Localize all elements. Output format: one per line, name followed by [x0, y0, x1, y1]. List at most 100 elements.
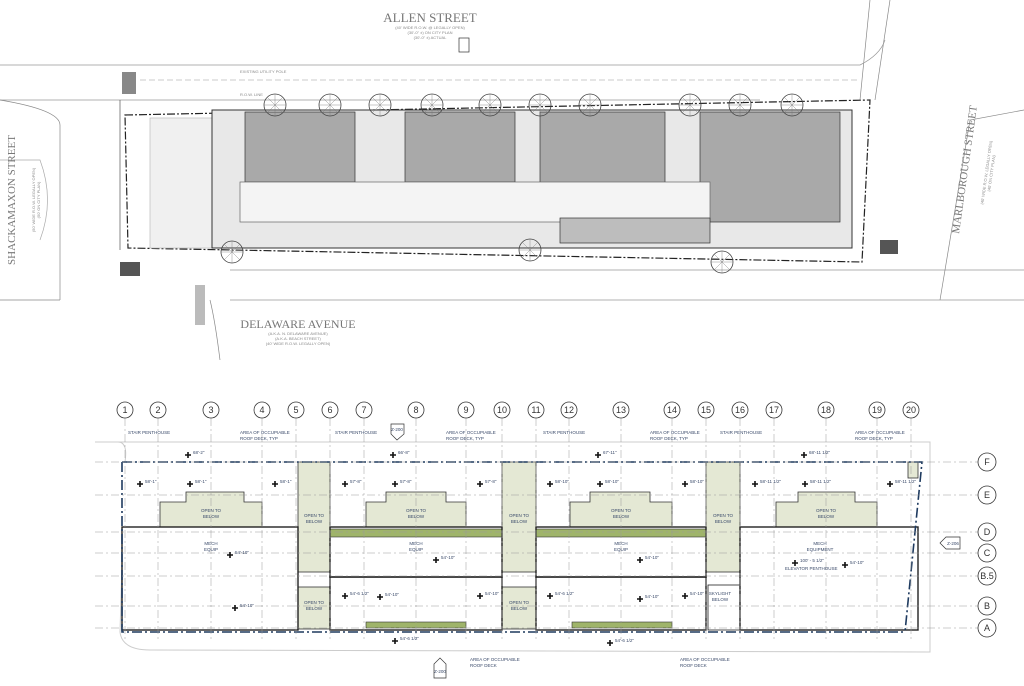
roof-deck-label: AREA OF OCCUPIABLE — [855, 430, 905, 435]
grid-column-label: 9 — [463, 405, 468, 415]
grid-bubble — [663, 401, 681, 419]
spot-elevation: 66'-8" — [398, 450, 410, 455]
spot-elevation: 58'-11 1/2" — [760, 479, 782, 484]
spot-elevation: 54'-10" — [645, 594, 659, 599]
stair-penthouse-label: STAIR PENTHOUSE — [128, 430, 170, 435]
street-sub: (30'-0" ±) ON CITY PLAN — [408, 30, 453, 35]
grid-column-label: 16 — [735, 405, 745, 415]
spot-elevation-icon — [433, 557, 439, 563]
mech-equip-label: MECH — [409, 541, 422, 546]
street-sub: (30'-0" ±) ACTUAL — [414, 35, 448, 40]
spot-elevation-icon — [597, 481, 603, 487]
grid-column-label: 18 — [821, 405, 831, 415]
grid-row-label: E — [984, 490, 990, 500]
skylight-label: BELOW — [712, 597, 729, 602]
spot-elevation: 68'-2" — [193, 450, 205, 455]
grid-bubble — [493, 401, 511, 419]
spot-elevation-icon — [227, 552, 233, 558]
street-sub: (40' WIDE R.O.W. @ LEGALLY OPEN) — [395, 25, 465, 30]
spot-elevation-icon — [272, 481, 278, 487]
roof-deck-label: ROOF DECK, TYP — [855, 436, 893, 441]
utility-pole-note: EXISTING UTILITY POLE — [240, 69, 287, 74]
grid-row-label: F — [984, 457, 990, 467]
grid-bubble — [560, 401, 578, 419]
grid-bubble — [612, 401, 630, 419]
grid-column-label: 17 — [769, 405, 779, 415]
spot-elevation: 54'-6 1/2" — [350, 591, 369, 596]
spot-elevation: 54'-10" — [441, 555, 455, 560]
spot-elevation: 54'-10" — [385, 592, 399, 597]
mech-equip-label: MECH — [204, 541, 217, 546]
grid-bubble — [697, 401, 715, 419]
grid-bubble — [253, 401, 271, 419]
tree-icon — [479, 94, 501, 116]
tree-row — [220, 93, 804, 274]
grid-column-label: 4 — [259, 405, 264, 415]
grid-column-label: 1 — [122, 405, 127, 415]
spot-elevation: 54'-10" — [235, 550, 249, 555]
roof-deck-label: AREA OF OCCUPIABLE — [650, 430, 700, 435]
open-to-below-label: BELOW — [306, 519, 323, 524]
grid-row-label: A — [984, 623, 990, 633]
spot-elevation-icon — [477, 481, 483, 487]
roof-deck-label: AREA OF OCCUPIABLE — [446, 430, 496, 435]
grid-bubble — [457, 401, 475, 419]
spot-elevation-icon — [792, 560, 798, 566]
tree-icon — [679, 94, 701, 116]
roof-deck-label: ROOF DECK, TYP — [650, 436, 688, 441]
mech-equipment-label: EQUIPMENT — [807, 547, 834, 552]
spot-elevation-icon — [392, 638, 398, 644]
open-to-below-label: BELOW — [408, 514, 425, 519]
grid-row-label: B.5 — [980, 571, 994, 581]
spot-elevation-icon — [842, 562, 848, 568]
grid-bubble — [202, 401, 220, 419]
grid-column-label: 5 — [293, 405, 298, 415]
spot-elevation: 54'-10" — [645, 555, 659, 560]
open-to-below-label: OPEN TO — [816, 508, 837, 513]
open-to-below-label: OPEN TO — [406, 508, 427, 513]
grid-column-label: 2 — [155, 405, 160, 415]
mech-equip-label: MECH — [614, 541, 627, 546]
spot-elevation-icon — [187, 481, 193, 487]
tree-icon — [529, 94, 551, 116]
spot-elevation-icon — [342, 593, 348, 599]
open-to-below-label: BELOW — [613, 514, 630, 519]
roof-deck-label: AREA OF OCCUPIABLE — [470, 657, 520, 662]
spot-elevation: 58'-10" — [555, 479, 569, 484]
spot-elevation: 58'-11 1/2" — [895, 479, 917, 484]
street-sub: (40' ON CITY PLAN) — [986, 154, 996, 192]
grid-bubble — [977, 522, 997, 542]
spot-elevation-icon — [595, 452, 601, 458]
spot-elevation: 100' - 5 1/2" — [800, 558, 824, 563]
section-marker-label: Z-200 — [391, 427, 403, 432]
spot-elevation-icon — [607, 640, 613, 646]
street-name-delaware: DELAWARE AVENUE — [240, 317, 355, 331]
spot-elevation: 54'-6 1/2" — [555, 591, 574, 596]
grid-column-label: 3 — [208, 405, 213, 415]
spot-elevation: 58'-10" — [690, 479, 704, 484]
open-to-below-label: BELOW — [818, 514, 835, 519]
grid-column-label: 8 — [413, 405, 418, 415]
spot-elevation-icon — [637, 557, 643, 563]
spot-elevation-icon — [801, 452, 807, 458]
open-to-below-label: OPEN TO — [611, 508, 632, 513]
open-to-below-label: OPEN TO — [304, 600, 325, 605]
grid-bubble — [287, 401, 305, 419]
spot-elevation: 58'-1" — [145, 479, 157, 484]
grid-column-label: 10 — [497, 405, 507, 415]
open-to-below-label: BELOW — [511, 519, 528, 524]
grid-column-label: 11 — [531, 405, 540, 415]
grid-column-label: 7 — [361, 405, 366, 415]
spot-elevation: 68'-11 1/2" — [809, 450, 831, 455]
grid-bubble — [902, 401, 920, 419]
grid-column-label: 12 — [564, 405, 574, 415]
spot-elevation-icon — [477, 593, 483, 599]
stair-penthouse-label: STAIR PENTHOUSE — [335, 430, 377, 435]
roof-deck-label: AREA OF OCCUPIABLE — [240, 430, 290, 435]
skylight-label: SKYLIGHT — [709, 591, 732, 596]
grid-bubble — [527, 401, 545, 419]
grid-column-label: 13 — [616, 405, 626, 415]
mech-equip-label: EQUIP — [614, 547, 628, 552]
